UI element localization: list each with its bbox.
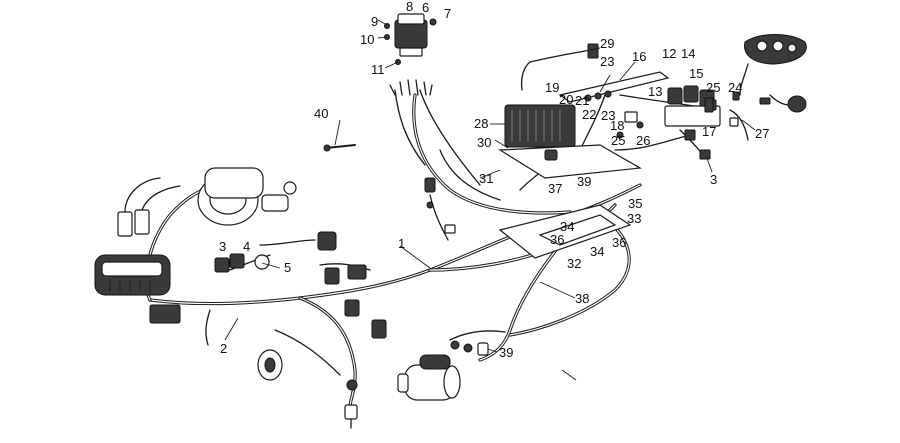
callout-labels: 1 2 3 3 4 5 6 7 8 9 10 11 12 13 14 15 16… [219, 0, 769, 360]
sensor-rod [323, 144, 356, 152]
headlight-unit [94, 254, 171, 296]
callout-4: 4 [243, 239, 250, 254]
callout-16: 16 [632, 49, 646, 64]
ecu-connector [520, 43, 599, 91]
callout-36: 36 [550, 232, 564, 247]
switch-parts [699, 97, 739, 160]
callout-7: 7 [444, 6, 451, 21]
callout-25-lower: 25 [611, 133, 625, 148]
callout-15: 15 [689, 66, 703, 81]
callout-23-lower: 23 [601, 108, 615, 123]
battery-terminals [450, 340, 489, 356]
starter-motor [397, 354, 461, 401]
callout-13: 13 [648, 84, 662, 99]
callout-12: 12 [662, 46, 676, 61]
callout-18: 18 [610, 118, 624, 133]
callout-37: 37 [548, 181, 562, 196]
callout-40: 40 [314, 106, 328, 121]
callout-6: 6 [422, 0, 429, 15]
callout-22: 22 [582, 107, 596, 122]
harness-plugs [424, 149, 558, 234]
main-harness [144, 93, 642, 407]
callout-25: 25 [706, 80, 720, 95]
bottom-sensor [344, 379, 358, 429]
callout-32: 32 [567, 256, 581, 271]
instrument-dash [197, 167, 297, 226]
callout-19: 19 [545, 80, 559, 95]
callout-33: 33 [627, 211, 641, 226]
leader-lines [224, 19, 756, 381]
callout-8: 8 [406, 0, 413, 14]
small-sensors [584, 90, 771, 141]
callout-35: 35 [628, 196, 642, 211]
callout-5: 5 [284, 260, 291, 275]
callout-39: 39 [577, 174, 591, 189]
ignition-module [384, 13, 437, 96]
horn [257, 349, 283, 381]
left-connectors [117, 177, 181, 324]
dashboard-cluster [739, 34, 807, 113]
callout-24: 24 [728, 80, 742, 95]
callout-2: 2 [220, 341, 227, 356]
callout-23: 23 [600, 54, 614, 69]
callout-3-relay: 3 [710, 172, 717, 187]
callout-1: 1 [398, 236, 405, 251]
callout-28: 28 [474, 116, 488, 131]
callout-3: 3 [219, 239, 226, 254]
callout-34-lower: 34 [590, 244, 604, 259]
callout-20: 20 [559, 92, 573, 107]
callout-26: 26 [636, 133, 650, 148]
callout-21: 21 [575, 93, 589, 108]
pickup-sensor [254, 231, 337, 270]
callout-11: 11 [371, 62, 385, 77]
callout-36-right: 36 [612, 235, 626, 250]
callout-27: 27 [755, 126, 769, 141]
battery-tray [498, 204, 632, 259]
callout-17: 17 [702, 124, 716, 139]
callout-31: 31 [479, 171, 493, 186]
callout-39-lower: 39 [499, 345, 513, 360]
callout-14: 14 [681, 46, 695, 61]
mid-connectors [214, 253, 387, 339]
callout-10: 10 [360, 32, 374, 47]
ecu-unit [498, 71, 670, 179]
callout-34: 34 [560, 219, 574, 234]
callout-38: 38 [575, 291, 589, 306]
callout-30: 30 [477, 135, 491, 150]
callout-29: 29 [600, 36, 614, 51]
callout-9: 9 [371, 14, 378, 29]
